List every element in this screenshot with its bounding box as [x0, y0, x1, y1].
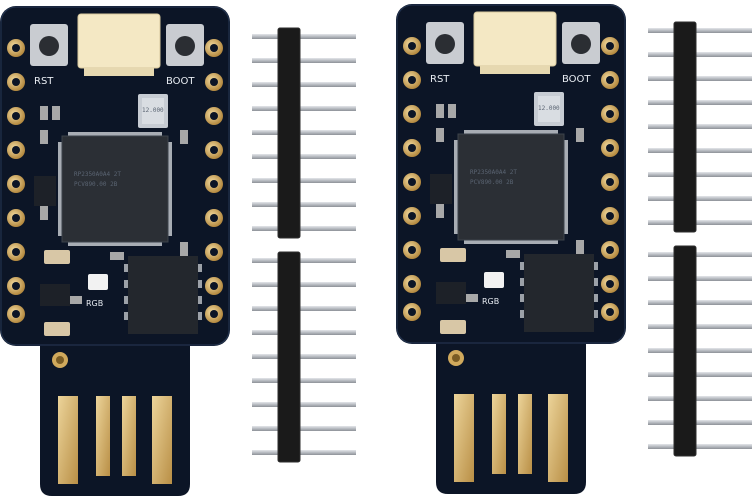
mcu-marking-line1: RP2350A0A4 2T [74, 171, 121, 178]
boot-label: BOOT [562, 74, 591, 85]
boot-label: BOOT [166, 76, 195, 87]
rgb-label: RGB [482, 297, 499, 306]
rst-label: RST [34, 76, 54, 87]
pin-header-4 [647, 245, 753, 457]
pin-header-1 [251, 27, 357, 239]
pin-header-3 [647, 21, 753, 233]
mcu-marking-line2: PCV890.00 2B [470, 179, 514, 186]
mcu-marking-line1: RP2350A0A4 2T [470, 169, 517, 176]
rgb-label: RGB [86, 299, 103, 308]
rst-label: RST [430, 74, 450, 85]
pin-header-2 [251, 251, 357, 463]
crystal-label: 12.000 [142, 107, 164, 114]
mcu-marking-line2: PCV890.00 2B [74, 181, 118, 188]
crystal-label: 12.000 [538, 105, 560, 112]
